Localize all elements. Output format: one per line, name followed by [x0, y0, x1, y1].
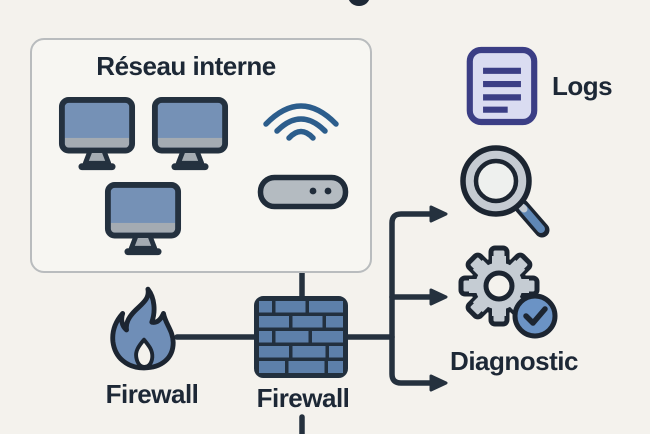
magnifier-icon: [460, 145, 550, 238]
check-badge-icon: [512, 293, 558, 339]
arrow-right-icon: [429, 374, 448, 392]
wifi-icon: [263, 103, 339, 141]
flame-firewall-label: Firewall: [105, 379, 199, 409]
gear-icon: [458, 245, 558, 339]
router-icon: [257, 174, 349, 210]
cropped-letter-blob: [348, 0, 370, 6]
arrow-right-icon: [429, 288, 448, 306]
computer-icon: [58, 96, 136, 171]
logs-label: Logs: [552, 71, 613, 101]
arrow-right-icon: [429, 205, 448, 223]
flame-icon: [110, 286, 176, 371]
computer-icon: [151, 96, 229, 171]
diagnostic-label: Diagnostic: [450, 346, 578, 376]
computer-icon: [104, 181, 182, 256]
internal-network-title: Réseau interne: [96, 51, 276, 81]
log-document-icon: [466, 46, 538, 126]
wall-firewall-label: Firewall: [256, 383, 350, 413]
brick-wall-icon: [254, 296, 348, 378]
